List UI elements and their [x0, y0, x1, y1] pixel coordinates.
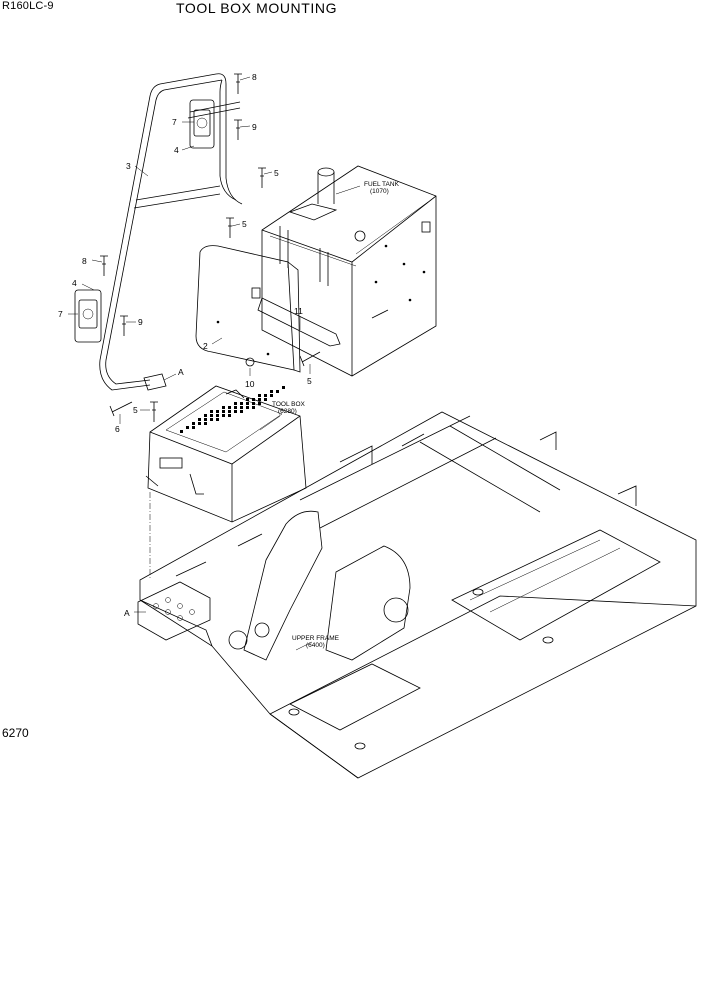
- leader-lines: [68, 76, 361, 651]
- callout-5-a: 5: [274, 168, 279, 178]
- vent-hole: [216, 410, 219, 413]
- vent-hole: [246, 406, 249, 409]
- vent-hole: [222, 410, 225, 413]
- vent-hole: [246, 398, 249, 401]
- vent-hole: [240, 406, 243, 409]
- callout-a-upper: A: [178, 367, 184, 377]
- callout-4-lower: 4: [72, 278, 77, 288]
- vent-hole: [258, 394, 261, 397]
- vent-hole: [282, 386, 285, 389]
- callout-a-lower: A: [124, 608, 130, 618]
- callout-5-b: 5: [242, 219, 247, 229]
- vent-hole: [270, 394, 273, 397]
- model-number: R160LC-9: [2, 0, 54, 12]
- vent-hole: [228, 414, 231, 417]
- vent-hole: [240, 410, 243, 413]
- mounting-bracket: [257, 297, 341, 347]
- upper-frame-ref: (6400): [306, 642, 325, 649]
- callout-9-lower: 9: [138, 317, 143, 327]
- vent-hole: [258, 402, 261, 405]
- vent-hole: [210, 414, 213, 417]
- vent-hole: [210, 410, 213, 413]
- vent-hole: [198, 418, 201, 421]
- vent-hole: [216, 414, 219, 417]
- vent-hole: [234, 410, 237, 413]
- callout-8-upper: 8: [252, 72, 257, 82]
- vent-hole: [204, 422, 207, 425]
- callout-6: 6: [115, 424, 120, 434]
- vent-hole: [270, 390, 273, 393]
- callout-5-d: 5: [133, 405, 138, 415]
- callout-5-c: 5: [307, 376, 312, 386]
- vent-hole: [240, 402, 243, 405]
- callout-labels: 8 9 7 4 3 5 5 8 4 7 9 2 11 10 5 A 5 6 A: [58, 72, 312, 618]
- vent-hole: [192, 426, 195, 429]
- callout-7-upper: 7: [172, 117, 177, 127]
- vent-hole: [258, 398, 261, 401]
- vent-hole: [234, 402, 237, 405]
- callout-11: 11: [294, 306, 303, 316]
- callout-4-upper: 4: [174, 145, 179, 155]
- vent-hole: [252, 402, 255, 405]
- page-number: 6270: [2, 726, 29, 740]
- callout-2: 2: [203, 341, 208, 351]
- vent-hole: [204, 418, 207, 421]
- tool-box-ref: (6280): [278, 408, 297, 415]
- bolt-set: [100, 73, 321, 422]
- callout-3: 3: [126, 161, 131, 171]
- vent-hole: [186, 426, 189, 429]
- vent-hole: [228, 410, 231, 413]
- callout-8-lower: 8: [82, 256, 87, 266]
- vent-hole: [204, 414, 207, 417]
- callout-10: 10: [245, 379, 255, 389]
- upper-frame-label: UPPER FRAME: [292, 635, 340, 642]
- vent-hole: [192, 422, 195, 425]
- vent-hole: [198, 422, 201, 425]
- upper-frame: [137, 411, 697, 779]
- vent-hole: [234, 406, 237, 409]
- vent-hole: [228, 406, 231, 409]
- fuel-tank: [261, 165, 437, 377]
- vent-hole: [264, 394, 267, 397]
- handrail: [74, 73, 243, 391]
- vent-hole: [180, 430, 183, 433]
- vent-hole: [216, 418, 219, 421]
- vent-hole: [222, 414, 225, 417]
- reference-captions: FUEL TANK (1070) TOOL BOX (6280) UPPER F…: [272, 181, 400, 649]
- vent-hole: [246, 402, 249, 405]
- callout-7-lower: 7: [58, 309, 63, 319]
- tank-cover: [195, 245, 301, 373]
- vent-hole: [252, 398, 255, 401]
- vent-hole: [276, 390, 279, 393]
- tool-box-vents: [180, 386, 285, 433]
- vent-hole: [210, 418, 213, 421]
- fuel-tank-label: FUEL TANK: [364, 181, 400, 188]
- vent-hole: [252, 406, 255, 409]
- callout-9-upper: 9: [252, 122, 257, 132]
- vent-hole: [264, 398, 267, 401]
- vent-hole: [222, 406, 225, 409]
- page-title: TOOL BOX MOUNTING: [176, 0, 338, 16]
- fuel-tank-ref: (1070): [370, 188, 389, 195]
- tool-box-label: TOOL BOX: [272, 401, 306, 408]
